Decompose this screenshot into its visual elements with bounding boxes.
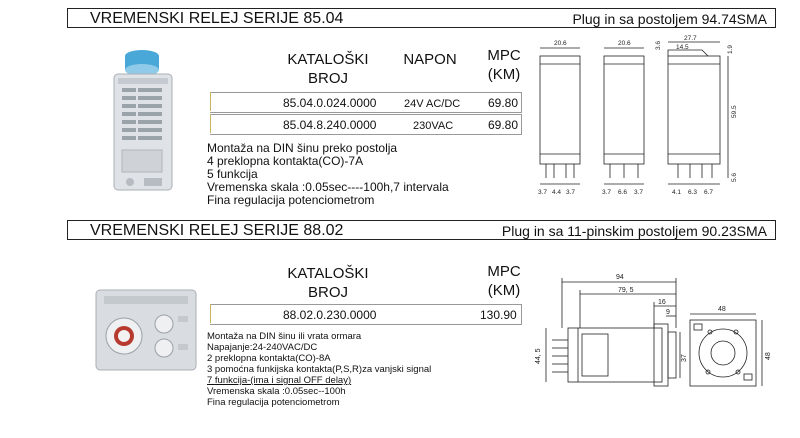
section1-description: Montaža na DIN šinu preko postolja 4 pre… <box>207 142 449 207</box>
dim-label: 3.7 <box>602 189 611 196</box>
description-line: 3 pomoćna funkijska kontakta(P,S,R)za va… <box>207 364 432 375</box>
section2-plug: Plug in sa 11-pinskim postoljem 90.23SMA <box>501 223 767 239</box>
relay-85-photo <box>113 50 173 191</box>
section2-row: 88.02.0.230.0000 130.90 <box>210 304 522 325</box>
section1-row: 85.04.0.024.0000 24V AC/DC 69.80 <box>210 92 522 113</box>
dim-label: 6.3 <box>688 189 697 196</box>
dim-label: 5.6 <box>731 173 738 182</box>
dim-label: 20.6 <box>554 40 567 47</box>
section2-description: Montaža na DIN šinu ili vrata ormara Nap… <box>207 331 431 408</box>
dim-label: 44, 5 <box>535 348 542 364</box>
section1-plug: Plug in sa postoljem 94.74SMA <box>572 11 767 27</box>
section1-col-mpc: MPC (KM) <box>487 47 521 83</box>
section1-col-napon: NAPON <box>403 51 457 68</box>
section1-row: 85.04.8.240.0000 230VAC 69.80 <box>210 114 522 135</box>
description-line: 4 preklopna kontakta(CO)-7A <box>207 154 364 168</box>
dim-label: 3.7 <box>566 189 575 196</box>
dim-label: 48 <box>765 352 772 360</box>
description-line: Vremenska skala :0.05sec----100h,7 inter… <box>207 180 449 194</box>
dim-label: 37 <box>681 354 688 362</box>
dim-label: 4.4 <box>552 189 561 196</box>
description-line: Napajanje:24-240VAC/DC <box>207 342 318 353</box>
relay-88-dimension-drawing: 94 79, 5 16 9 44, 5 37 48 48 <box>535 274 772 387</box>
price: 69.80 <box>488 96 519 110</box>
description-line: 2 preklopna kontakta(CO)-8A <box>207 353 331 364</box>
price: 130.90 <box>480 308 517 322</box>
section1-header: VREMENSKI RELEJ SERIJE 85.04 Plug in sa … <box>67 8 776 28</box>
description-line: 5 funkcija <box>207 167 258 181</box>
description-line: Fina regulacija potenciometrom <box>207 397 340 408</box>
dim-label: 6.6 <box>618 189 627 196</box>
dim-label: 16 <box>658 299 666 306</box>
dim-label: 94 <box>616 274 624 281</box>
section1-title: VREMENSKI RELEJ SERIJE 85.04 <box>90 10 344 27</box>
dim-label: 3.7 <box>538 189 547 196</box>
description-line: Montaža na DIN šinu preko postolja <box>207 141 398 155</box>
dim-label: 48 <box>718 306 726 313</box>
description-line: Fina regulacija potenciometrom <box>207 193 375 207</box>
dim-label: 27.7 <box>684 35 697 42</box>
dim-label: 1.9 <box>727 45 734 54</box>
dim-label: 3.7 <box>634 189 643 196</box>
relay-85-dimension-drawing: 20.6 20.6 27.7 14.5 3.6 1.9 59.5 5.6 3.7… <box>538 35 738 196</box>
section2-col-katalog: KATALOŠKI BROJ <box>287 265 369 301</box>
catalog-number: 85.04.0.024.0000 <box>283 96 377 110</box>
catalog-number: 88.02.0.230.0000 <box>283 308 377 322</box>
section2-header: VREMENSKI RELEJ SERIJE 88.02 Plug in sa … <box>67 220 776 240</box>
relay-88-photo <box>95 289 197 371</box>
dim-label: 14.5 <box>676 44 689 51</box>
dim-label: 9 <box>666 309 670 316</box>
dim-label: 4.1 <box>672 189 681 196</box>
voltage: 230VAC <box>413 120 454 132</box>
dim-label: 20.6 <box>618 40 631 47</box>
dim-label: 3.6 <box>655 41 662 50</box>
dim-label: 79, 5 <box>618 287 634 294</box>
description-line: Montaža na DIN šinu ili vrata ormara <box>207 331 362 342</box>
catalog-number: 85.04.8.240.0000 <box>283 118 377 132</box>
section1-col-katalog: KATALOŠKI BROJ <box>287 51 369 87</box>
dim-label: 59.5 <box>731 105 738 118</box>
description-line: 7 funkcija-(ima i signal OFF delay) <box>207 375 352 386</box>
section2-title: VREMENSKI RELEJ SERIJE 88.02 <box>90 222 344 239</box>
dim-label: 6.7 <box>704 189 713 196</box>
voltage: 24V AC/DC <box>404 98 461 110</box>
price: 69.80 <box>488 118 519 132</box>
description-line: Vremenska skala :0.05sec--100h <box>207 386 346 397</box>
section2-col-mpc: MPC (KM) <box>487 263 521 299</box>
